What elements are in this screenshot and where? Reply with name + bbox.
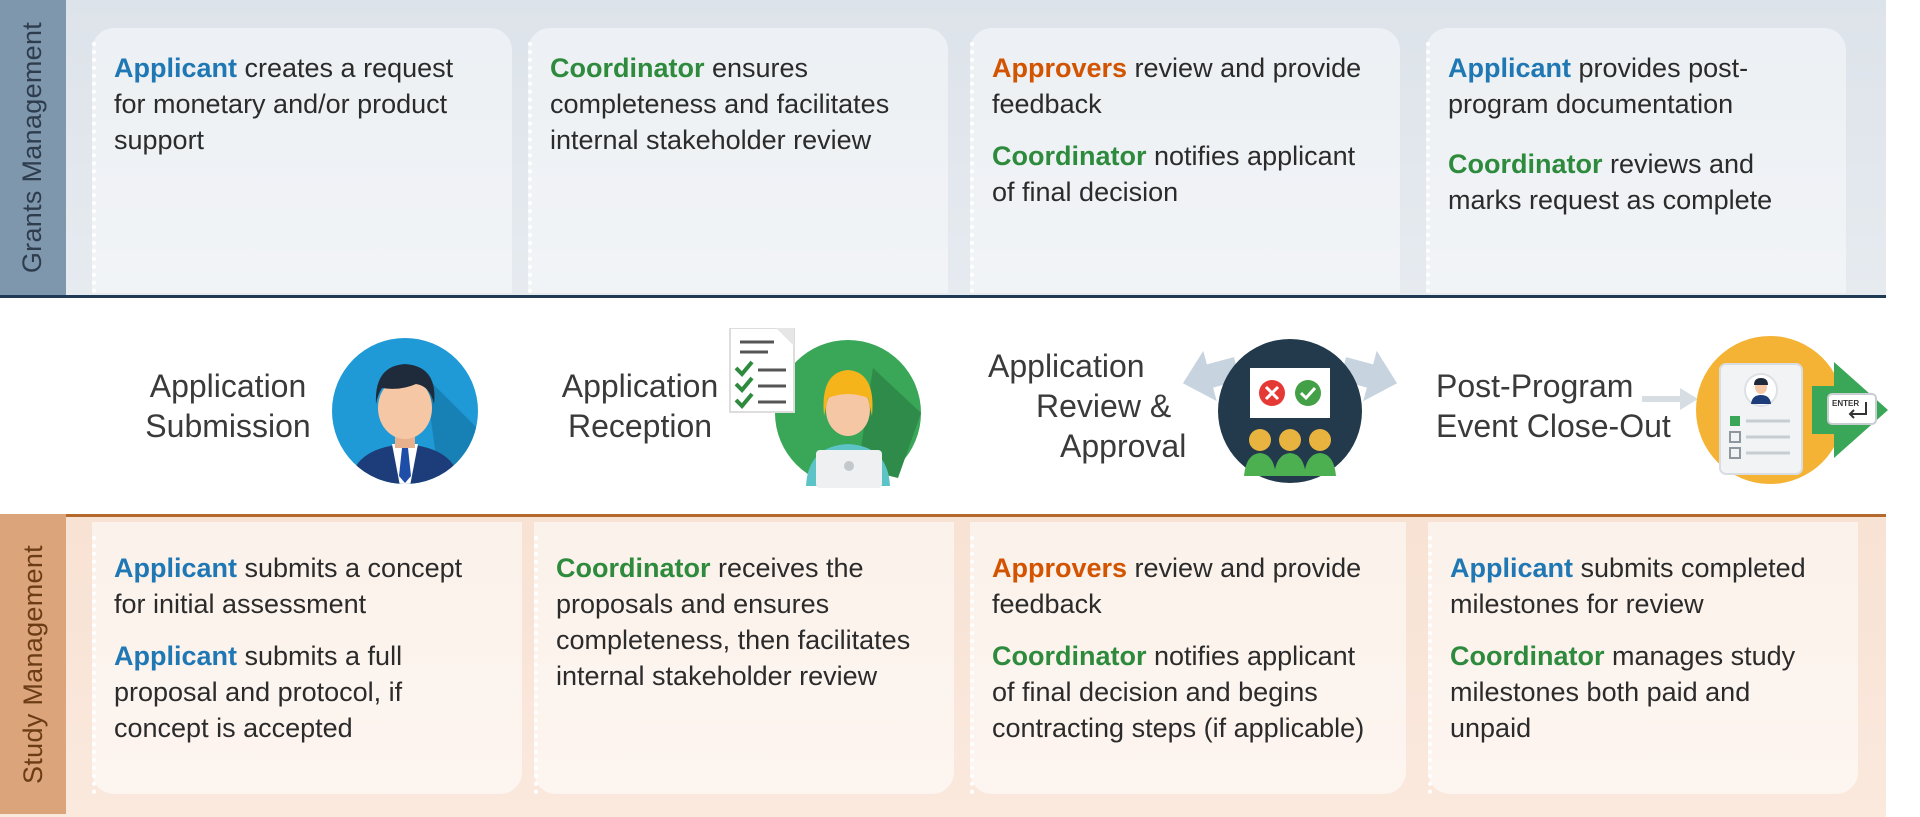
approval-committee-icon: [1182, 339, 1398, 483]
grants-management-row-label: Grants Management: [0, 0, 66, 295]
stage-line: Post-Program: [1436, 368, 1634, 404]
role-coordinator: Coordinator: [1448, 149, 1603, 179]
role-coordinator: Coordinator: [992, 641, 1147, 671]
grants-card-review: Approvers review and provide feedback Co…: [970, 28, 1400, 293]
card-divider: [92, 42, 96, 293]
card-divider: [970, 42, 974, 293]
stage-line: Reception: [567, 408, 713, 444]
enter-key-icon: [1827, 393, 1877, 425]
businessman-avatar-icon: [332, 338, 478, 484]
stage-line: Review &: [1036, 388, 1172, 424]
study-management-label-text: Study Management: [17, 544, 48, 784]
stage-label-submission: Application Submission: [128, 366, 328, 446]
step-text: manages study milestones both paid and u…: [1450, 641, 1796, 743]
study-step: Coordinator notifies applicant of final …: [992, 638, 1384, 746]
card-divider: [1428, 536, 1432, 794]
card-divider: [1426, 42, 1430, 293]
role-coordinator: Coordinator: [550, 53, 705, 83]
step-text: submits a full proposal and protocol, if…: [114, 641, 403, 743]
study-step: Coordinator manages study milestones bot…: [1450, 638, 1836, 746]
role-applicant: Applicant: [114, 641, 238, 671]
role-applicant: Applicant: [114, 53, 238, 83]
step-text: reviews and marks request as complete: [1448, 149, 1773, 215]
grants-management-label-text: Grants Management: [17, 21, 48, 274]
study-step: Approvers review and provide feedback: [992, 550, 1384, 622]
role-applicant: Applicant: [1450, 553, 1574, 583]
study-card-review: Approvers review and provide feedback Co…: [970, 522, 1406, 794]
study-step: Coordinator receives the proposals and e…: [556, 550, 932, 694]
role-applicant: Applicant: [1448, 53, 1572, 83]
stage-line: Application: [561, 368, 719, 404]
step-text: notifies applicant of final decision and…: [992, 641, 1365, 743]
stage-line: Submission: [145, 408, 311, 444]
card-divider: [528, 42, 532, 293]
grants-management-band: [0, 0, 1886, 298]
step-text: submits completed milestones for review: [1450, 553, 1806, 619]
step-text: creates a request for monetary and/or pr…: [114, 53, 454, 155]
step-text: submits a concept for initial assessment: [114, 553, 463, 619]
step-text: review and provide feedback: [992, 553, 1362, 619]
study-management-row-label: Study Management: [0, 514, 66, 814]
arrow-right-icon: [1642, 388, 1698, 410]
stage-label-review: Application Review & Approval: [988, 346, 1208, 466]
grants-step: Coordinator reviews and marks request as…: [1448, 146, 1824, 218]
stage-line: Application: [988, 348, 1145, 384]
stage-label-reception: Application Reception: [540, 366, 740, 446]
card-divider: [534, 536, 538, 794]
study-card-reception: Coordinator receives the proposals and e…: [534, 522, 954, 794]
role-approvers: Approvers: [992, 53, 1128, 83]
enter-key-label: ENTER: [1832, 399, 1859, 408]
grants-step: Coordinator notifies applicant of final …: [992, 138, 1378, 210]
stage-label-closeout: Post-Program Event Close-Out: [1436, 366, 1686, 446]
grants-card-reception: Coordinator ensures completeness and fac…: [528, 28, 948, 293]
stage-line: Application: [149, 368, 307, 404]
role-coordinator: Coordinator: [1450, 641, 1605, 671]
card-divider: [92, 536, 96, 794]
step-text: provides post-program documentation: [1448, 53, 1749, 119]
grants-step: Applicant creates a request for monetary…: [114, 50, 490, 158]
grants-step: Applicant provides post-program document…: [1448, 50, 1824, 122]
step-text: receives the proposals and ensures compl…: [556, 553, 911, 691]
grants-step: Approvers review and provide feedback: [992, 50, 1378, 122]
role-applicant: Applicant: [114, 553, 238, 583]
grants-card-closeout: Applicant provides post-program document…: [1426, 28, 1846, 293]
study-step: Applicant submits completed milestones f…: [1450, 550, 1836, 622]
grants-step: Coordinator ensures completeness and fac…: [550, 50, 926, 158]
card-divider: [970, 536, 974, 794]
role-approvers: Approvers: [992, 553, 1128, 583]
study-step: Applicant submits a full proposal and pr…: [114, 638, 500, 746]
study-card-closeout: Applicant submits completed milestones f…: [1428, 522, 1858, 794]
study-step: Applicant submits a concept for initial …: [114, 550, 500, 622]
stage-line: Event Close-Out: [1436, 408, 1671, 444]
closeout-document-icon: ENTER: [1696, 336, 1888, 484]
step-text: review and provide feedback: [992, 53, 1362, 119]
grants-card-submission: Applicant creates a request for monetary…: [92, 28, 512, 293]
reviewer-checklist-icon: [729, 328, 921, 488]
study-card-submission: Applicant submits a concept for initial …: [92, 522, 522, 794]
stage-line: Approval: [1060, 428, 1187, 464]
step-text: ensures completeness and facilitates int…: [550, 53, 890, 155]
role-coordinator: Coordinator: [992, 141, 1147, 171]
role-coordinator: Coordinator: [556, 553, 711, 583]
step-text: notifies applicant of final decision: [992, 141, 1356, 207]
